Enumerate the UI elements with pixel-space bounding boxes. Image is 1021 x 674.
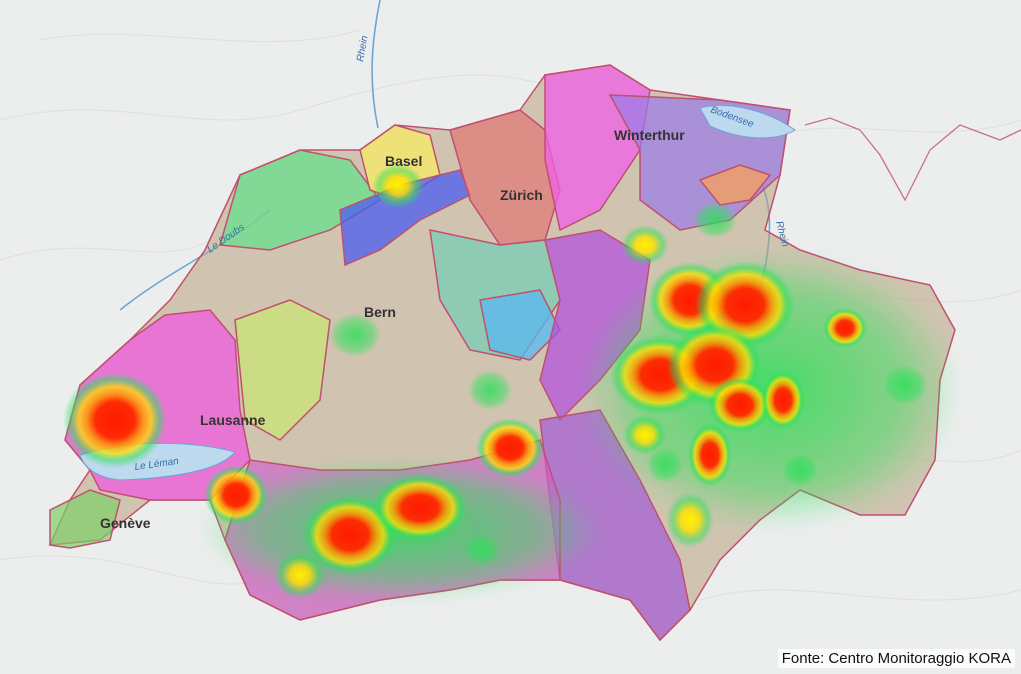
city-label-lausanne: Lausanne [200,412,266,428]
heat-spot-east-6 [761,370,805,430]
lake-bodensee [699,105,796,139]
city-label-zurich: Zürich [500,187,543,203]
canton-east-orange [698,164,772,206]
heat-spot-south-1 [688,423,732,487]
heat-layer [63,164,960,600]
heat-spot-west-lake [63,372,167,468]
label-rhein-north: Rhein [355,34,370,62]
heat-spot-north-east [621,225,669,265]
heat-spot-central [468,370,512,410]
city-label-geneve: Genève [100,515,151,531]
city-label-winterthur: Winterthur [614,127,685,143]
heat-spot-valais-west [274,551,326,599]
national-border-east [804,117,1021,202]
city-label-bern: Bern [364,304,396,320]
canton-zurich-red [449,109,561,246]
heat-spot-basel [372,164,424,208]
heat-spot-valais-south [464,534,500,566]
heat-spot-ticino [623,415,667,455]
city-label-basel: Basel [385,153,422,169]
heat-spot-engadin [883,365,927,405]
heat-spot-east-5 [708,377,772,433]
canton-geneve-green [49,489,121,549]
rhein-river-north [371,0,381,129]
canton-central-blue [479,289,561,361]
heat-spot-valais-2 [372,474,468,542]
heat-spot-east-7 [823,308,867,348]
heat-spot-ticino-2 [647,447,683,483]
canton-lightgreen [234,299,331,441]
heat-spot-misc-1 [782,454,818,486]
heat-spot-valais-3 [476,418,544,478]
heat-spot-east-north [693,202,737,238]
heat-spot-lausanne-south [204,465,268,525]
heat-spot-bern [329,313,381,357]
source-credit: Fonte: Centro Monitoraggio KORA [777,649,1015,668]
heat-spot-south-2 [666,492,714,548]
